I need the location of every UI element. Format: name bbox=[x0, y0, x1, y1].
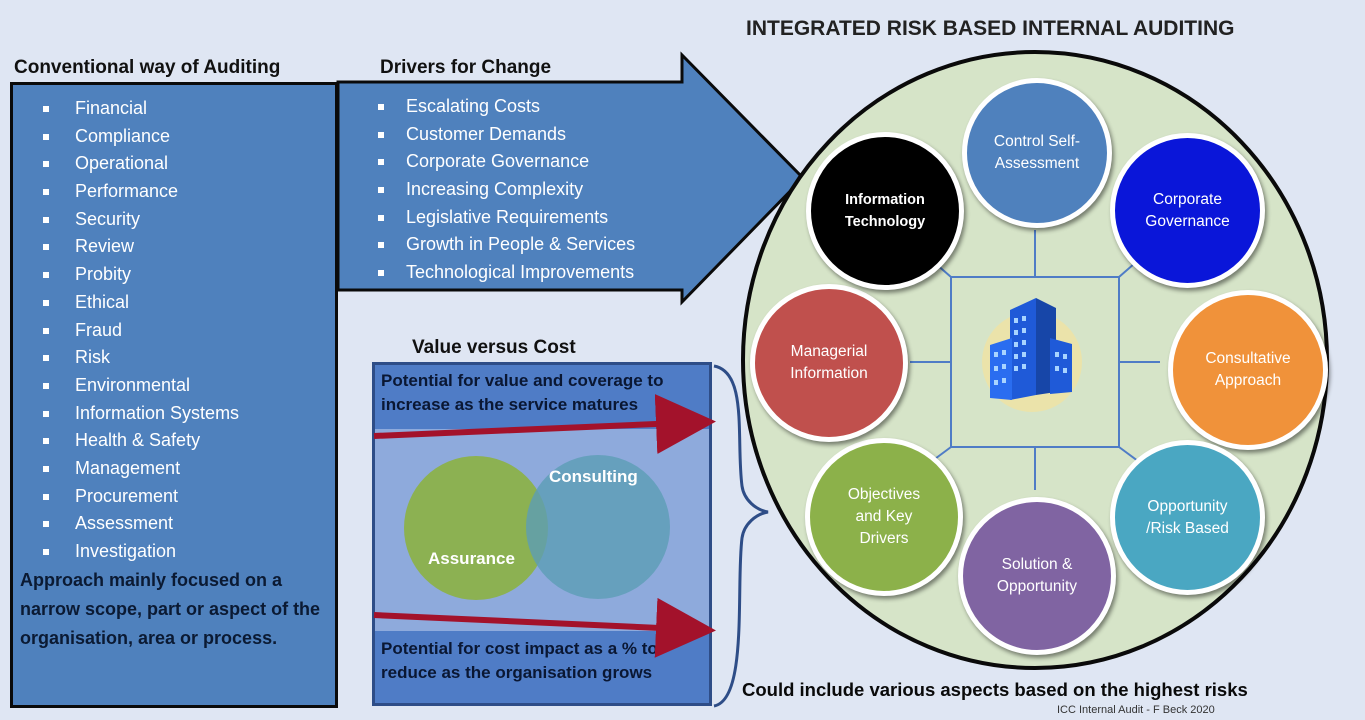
assurance-circle bbox=[404, 456, 548, 600]
drivers-heading: Drivers for Change bbox=[380, 57, 552, 78]
circle-managerial-information: Managerial Information bbox=[750, 284, 908, 442]
conventional-item: Risk bbox=[41, 344, 239, 372]
circle-information-technology: Information Technology bbox=[806, 132, 964, 290]
conventional-item: Financial bbox=[41, 95, 239, 123]
driver-item: Growth in People & Services bbox=[372, 231, 635, 259]
cost-text: Potential for cost impact as a % to redu… bbox=[381, 639, 658, 682]
conventional-item: Health & Safety bbox=[41, 427, 239, 455]
conventional-item: Performance bbox=[41, 178, 239, 206]
circle-consultative-approach: Consultative Approach bbox=[1168, 290, 1328, 450]
cost-arrow bbox=[373, 597, 716, 658]
driver-item: Corporate Governance bbox=[372, 148, 635, 176]
brace bbox=[713, 364, 769, 708]
conventional-item: Information Systems bbox=[41, 400, 239, 428]
page-title: INTEGRATED RISK BASED INTERNAL AUDITING bbox=[746, 17, 1235, 40]
conventional-item: Ethical bbox=[41, 289, 239, 317]
driver-item: Legislative Requirements bbox=[372, 204, 635, 232]
consulting-circle bbox=[526, 455, 670, 599]
credit-text: ICC Internal Audit - F Beck 2020 bbox=[1057, 704, 1215, 716]
conventional-item: Fraud bbox=[41, 317, 239, 345]
conventional-item: Assessment bbox=[41, 510, 239, 538]
conventional-item: Procurement bbox=[41, 483, 239, 511]
value-band bbox=[375, 365, 709, 429]
circle-control-self-assessment: Control Self-Assessment bbox=[962, 78, 1112, 228]
conventional-item: Compliance bbox=[41, 123, 239, 151]
circle-opportunity-risk-based: Opportunity /Risk Based bbox=[1110, 440, 1265, 595]
conventional-item: Review bbox=[41, 233, 239, 261]
conventional-item: Environmental bbox=[41, 372, 239, 400]
driver-item: Increasing Complexity bbox=[372, 176, 635, 204]
value-text: Potential for value and coverage to incr… bbox=[381, 371, 664, 414]
conventional-summary: Approach mainly focused on a narrow scop… bbox=[20, 570, 321, 648]
venn-label-assurance: Assurance bbox=[428, 549, 515, 568]
bottom-caption: Could include various aspects based on t… bbox=[742, 679, 1248, 700]
conventional-item: Operational bbox=[41, 150, 239, 178]
building-icon bbox=[982, 298, 1082, 412]
left-heading: Conventional way of Auditing bbox=[14, 57, 281, 78]
conventional-item: Probity bbox=[41, 261, 239, 289]
circle-solution-opportunity: Solution & Opportunity bbox=[958, 497, 1116, 655]
conventional-item: Security bbox=[41, 206, 239, 234]
conventional-item: Investigation bbox=[41, 538, 239, 566]
circle-corporate-governance: Corporate Governance bbox=[1110, 133, 1265, 288]
value-cost-heading: Value versus Cost bbox=[412, 337, 576, 358]
cost-band bbox=[375, 631, 709, 703]
driver-item: Technological Improvements bbox=[372, 259, 635, 287]
conventional-item: Management bbox=[41, 455, 239, 483]
driver-item: Escalating Costs bbox=[372, 93, 635, 121]
circle-objectives-key-drivers: Objectives and Key Drivers bbox=[805, 438, 963, 596]
venn-label-consulting: Consulting bbox=[549, 467, 638, 486]
value-arrow bbox=[373, 394, 716, 455]
driver-item: Customer Demands bbox=[372, 121, 635, 149]
